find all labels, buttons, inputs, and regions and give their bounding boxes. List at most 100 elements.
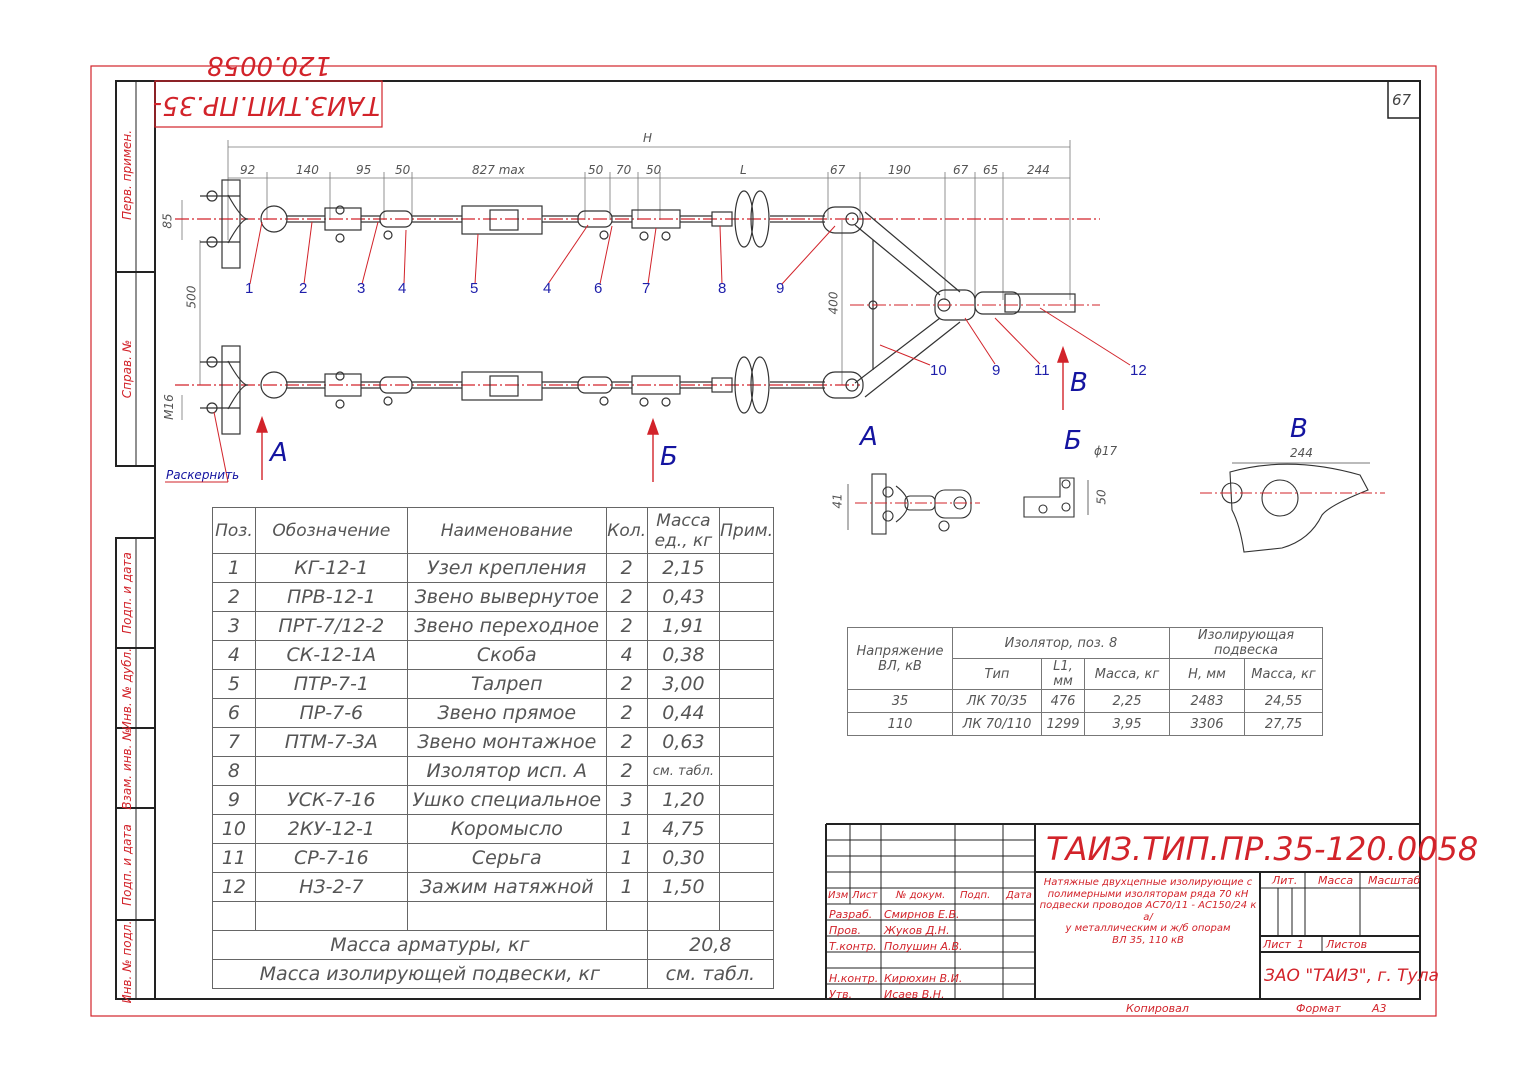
view-a-label: А [860, 422, 878, 452]
dim-50b: 50 [588, 163, 604, 177]
parts-cell-qty: 2 [605, 582, 648, 612]
margin-sprav-no: Справ. № [120, 339, 134, 399]
parts-cell-note [719, 756, 774, 786]
ins-h-voltage: Напряжение ВЛ, кВ [847, 627, 953, 690]
dim-95: 95 [356, 163, 372, 177]
tb-name-smirnov: Смирнов Е.В. [884, 908, 960, 921]
view-arrow-b: Б [660, 442, 678, 472]
callout-12: 12 [1130, 362, 1147, 379]
parts-cell-mass: 2,15 [646, 553, 721, 583]
tb-kopiroval: Копировал [1126, 1002, 1189, 1015]
parts-cell-note [719, 814, 774, 844]
tb-role-nkontr: Н.контр. [829, 972, 879, 985]
ins-sub-mass: Масса, кг [1084, 658, 1170, 690]
raskernit-note: Раскернить [166, 468, 240, 482]
parts-cell-mass: 0,63 [646, 727, 721, 757]
tb-desc-line-5: ВЛ 35, 110 кВ [1112, 934, 1184, 946]
parts-cell-designation: УСК-7-16 [254, 785, 408, 815]
parts-cell-qty: 2 [605, 727, 648, 757]
tb-company: ЗАО "ТАИЗ", г. Тула [1264, 966, 1439, 986]
callout-6: 6 [594, 280, 603, 297]
ins-sub-type: Тип [952, 658, 1042, 690]
th-mass: Масса ед., кг [646, 507, 721, 554]
ins-h-suspension: Изолирующая подвеска [1169, 627, 1323, 659]
callout-4a: 4 [398, 280, 407, 297]
tb-col-data: Дата [1006, 890, 1032, 901]
parts-cell-name: Серьга [406, 843, 607, 873]
callout-11: 11 [1034, 362, 1050, 379]
callout-8: 8 [718, 280, 727, 297]
dim-244: 244 [1027, 163, 1050, 177]
parts-cell-mass: 1,50 [646, 872, 721, 902]
parts-cell-pos: 11 [212, 843, 256, 873]
parts-cell-mass: 3,00 [646, 669, 721, 699]
tb-name-polushin: Полушин А.В. [884, 940, 963, 953]
parts-cell-qty: 2 [605, 553, 648, 583]
mass-podveski-label: Масса изолирующей подвески, кг [212, 959, 648, 989]
dim-92: 92 [240, 163, 256, 177]
parts-cell-designation: ПТМ-7-3А [254, 727, 408, 757]
dim-67a: 67 [830, 163, 846, 177]
tb-list: Лист [1263, 938, 1291, 951]
callout-3: 3 [357, 280, 366, 297]
parts-cell-designation [254, 756, 408, 786]
insulator-cell: 35 [847, 689, 953, 713]
parts-cell-note [719, 872, 774, 902]
callout-10: 10 [930, 362, 947, 379]
parts-cell-pos: 5 [212, 669, 256, 699]
dim-50a: 50 [395, 163, 411, 177]
parts-cell-qty: 1 [605, 814, 648, 844]
parts-cell-note [719, 727, 774, 757]
parts-cell-mass: 0,44 [646, 698, 721, 728]
tb-massa: Масса [1318, 874, 1354, 887]
parts-cell-mass: 1,91 [646, 611, 721, 641]
parts-cell-pos: 2 [212, 582, 256, 612]
parts-cell-name: Узел крепления [406, 553, 607, 583]
tb-name-zhukov: Жуков Д.Н. [884, 924, 950, 937]
parts-cell-name: Изолятор исп. А [406, 756, 607, 786]
callout-5: 5 [470, 280, 479, 297]
tb-listov: Листов [1326, 938, 1368, 951]
dim-H: H [643, 131, 653, 145]
insulator-cell: 24,55 [1244, 689, 1323, 713]
parts-cell-name: Звено монтажное [406, 727, 607, 757]
dim-827max: 827 max [472, 163, 525, 177]
dim-190: 190 [888, 163, 911, 177]
parts-cell-designation: СК-12-1А [254, 640, 408, 670]
mass-armatury-value: 20,8 [646, 930, 775, 960]
parts-row [212, 901, 774, 931]
view-arrow-v: В [1070, 368, 1088, 398]
parts-cell-qty: 2 [605, 611, 648, 641]
callout-9a: 9 [776, 280, 785, 297]
parts-cell-name: Скоба [406, 640, 607, 670]
insulator-cell: 476 [1041, 689, 1085, 713]
insulator-cell: 3,95 [1084, 712, 1170, 736]
dim-L1: L [740, 163, 747, 177]
parts-cell-name [406, 901, 607, 931]
parts-cell-note [719, 611, 774, 641]
margin-perv-primen: Перв. примен. [120, 129, 134, 221]
tb-col-podp: Подп. [960, 890, 991, 901]
insulator-cell: ЛК 70/110 [952, 712, 1042, 736]
parts-cell-note [719, 785, 774, 815]
tb-desc-line-2: полимерными изоляторам ряда 70 кН [1047, 888, 1249, 900]
tb-format-label: Формат [1296, 1002, 1341, 1015]
view-b-dim-d17: ϕ17 [1094, 444, 1118, 458]
insulator-cell: 1299 [1041, 712, 1085, 736]
callout-4b: 4 [543, 280, 552, 297]
ins-sub-h: Н, мм [1169, 658, 1245, 690]
dim-85: 85 [160, 213, 175, 229]
tb-description: Натяжные двухцепные изолирующие с полиме… [1036, 877, 1260, 946]
tb-role-tkontr: Т.контр. [829, 940, 877, 953]
parts-cell-qty: 3 [605, 785, 648, 815]
callout-7: 7 [642, 280, 651, 297]
parts-cell-mass: 0,43 [646, 582, 721, 612]
callout-1: 1 [245, 280, 254, 297]
